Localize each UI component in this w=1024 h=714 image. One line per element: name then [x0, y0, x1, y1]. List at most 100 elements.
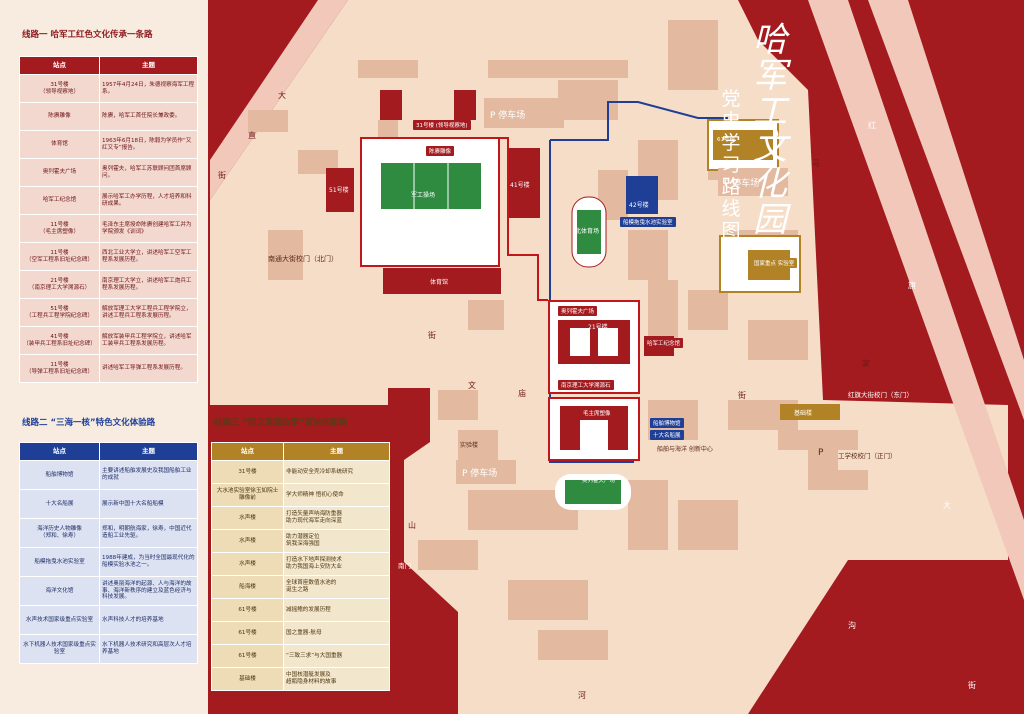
route3-theme-cell: 打造水下地声探测技术 助力我国海上安防大业	[283, 552, 390, 576]
route1-station-cell: 11号楼 （毛主席塑像）	[19, 214, 100, 243]
road-label-gou: 沟	[848, 621, 856, 630]
route2-row: 海洋历史人物雕像 （郑和、徐寿）郑和，明朝航海家，徐寿，中国近代造船工业先驱。	[19, 518, 198, 548]
route1-station-cell: 哈军工纪念馆	[19, 186, 100, 215]
route3-theme-cell: 非能动安全壳冷却系统研究	[283, 460, 390, 484]
gym-building	[383, 268, 501, 294]
route1-table: 站点主题 31号楼 （领导视察地）1957年4月24日，朱德视察海军工程系。陈赓…	[19, 56, 198, 383]
route1-row: 陈赓雕像陈赓，哈军工首任院长兼政委。	[19, 102, 198, 131]
road-label-miao: 庙	[518, 389, 526, 398]
parking-label-3: P 停车场	[462, 469, 498, 479]
parking-label-2: P 停车场	[724, 179, 760, 189]
route3-theme-cell: 打造矢量声呐海防重器 助力现代海军走向深蓝	[283, 506, 390, 530]
road-label-qi: 旗	[908, 281, 916, 290]
label-b51: 51号楼	[329, 187, 349, 194]
route1-station-cell: 奥列霍夫广场	[19, 158, 100, 187]
route2-station-cell: 海洋历史人物雕像 （郑和、徐寿）	[19, 518, 100, 548]
route2-theme-cell: 讲述奥丽海洋的起源、人与海洋的故事、海洋新秩序的建立及蓝色经济与科技发展。	[99, 576, 198, 606]
route3-row: 31号楼非能动安全壳冷却系统研究	[211, 460, 390, 484]
road-label-hong: 红	[868, 121, 876, 130]
route1-station-cell: 51号楼 （工程兵工程学院纪念碑）	[19, 298, 100, 327]
route1-station-cell: 21号楼 （南京理工大学溯源石）	[19, 270, 100, 299]
north-gate-label: 南通大街校门（北门）	[268, 255, 338, 263]
road-label-he: 河	[578, 691, 586, 700]
label-nanli[interactable]: 南京理工大学溯源石	[558, 380, 614, 390]
route1-row: 奥列霍夫广场奥列霍夫，哈军工苏联顾问团首席顾问。	[19, 158, 198, 187]
route1-station-cell: 31号楼 （领导视察地）	[19, 74, 100, 103]
road-label-jie-3: 街	[428, 331, 436, 340]
label-memorial[interactable]: 哈军工纪念馆	[644, 338, 684, 348]
road-label-jie-4: 街	[968, 681, 976, 690]
route2-station-cell: 船舶博物馆	[19, 460, 100, 490]
main-gate-label: 工学校校门（正门）	[838, 452, 897, 460]
label-b31[interactable]: 31号楼 (领导视察地)	[413, 120, 471, 130]
route3-row: 基础楼中国核潜艇发展及 超瓶隐身材料的故事	[211, 667, 390, 691]
route1-title: 线路一 哈军工红色文化传承一条路	[22, 30, 153, 40]
route3-station-cell: 61号楼	[211, 598, 284, 622]
route2-theme-cell: 1988年建成，为当时全国最现代化的船模实验水池之一。	[99, 547, 198, 577]
route3-row: 水声楼打造水下地声探测技术 助力我国海上安防大业	[211, 552, 390, 576]
route2-row: 水下机器人技术国家级重点实验室水下机器人技术研究和高层次人才培养基地	[19, 634, 198, 664]
label-ship-museum[interactable]: 船舶博物馆	[650, 418, 684, 428]
subtitle: 党史学习路线图	[721, 88, 741, 242]
road-label-jie: 街	[218, 171, 226, 180]
army-field	[381, 163, 481, 209]
route1-station-cell: 41号楼 （装甲兵工程系旧址纪念碑）	[19, 326, 100, 355]
route1-row: 11号楼 （导弹工程系旧址纪念碑）讲述哈军工导弹工程系发展历程。	[19, 354, 198, 383]
title-block: 哈军工文化园 党史学习路线图	[720, 10, 800, 290]
label-guojia[interactable]: 国家重点 实验室	[751, 258, 798, 268]
label-b61[interactable]: 61号楼	[714, 134, 738, 144]
route2-theme-cell: 郑和，明朝航海家，徐寿，中国近代造船工业先驱。	[99, 518, 198, 548]
label-north-field: 北体育场	[575, 228, 600, 235]
route3-row: 水声楼助力潜器定位 筑我深海强国	[211, 529, 390, 553]
route1-row: 21号楼 （南京理工大学溯源石）南京理工大学立，讲述哈军工炮兵工程系发展历程。	[19, 270, 198, 299]
route2-station-cell: 十大名船展	[19, 489, 100, 519]
route1-row: 31号楼 （领导视察地）1957年4月24日，朱德视察海军工程系。	[19, 74, 198, 103]
label-tow[interactable]: 船模拖曳水池实验室	[620, 217, 676, 227]
label-jichu: 基础楼	[794, 410, 813, 417]
route1-station-cell: 陈赓雕像	[19, 102, 100, 131]
route1-theme-cell: 1957年4月24日，朱德视察海军工程系。	[99, 74, 198, 103]
label-b11: 11号楼	[582, 426, 602, 433]
b42-building	[626, 176, 658, 214]
route1-line	[361, 137, 548, 301]
route2-row: 水声技术国家级重点实验室水声科技人才的培养基地	[19, 605, 198, 635]
road-label-wen: 文	[468, 381, 476, 390]
route1-theme-cell: 解放军理工大学工程兵工程学院立，讲述工程兵工程系发展历程。	[99, 298, 198, 327]
label-olie[interactable]: 奥列霍夫广场	[558, 306, 598, 316]
route2-station-cell: 海洋文化馆	[19, 576, 100, 606]
road-label-zhi: 直	[248, 131, 256, 140]
route1-theme-cell: 毛泽东主席授命陈赓创建哈军工并为学院颁发《训词》	[99, 214, 198, 243]
route2-header-station: 站点	[19, 442, 100, 461]
south-gate-label: 南门	[398, 562, 411, 570]
route2-theme-cell: 水声科技人才的培养基地	[99, 605, 198, 635]
route3-theme-cell: 中国核潜艇发展及 超瓶隐身材料的故事	[283, 667, 390, 691]
label-ten-ships[interactable]: 十大名船展	[650, 430, 684, 440]
label-gym: 体育馆	[430, 279, 449, 286]
campus-map: 大 直 街 山 文 庙 街 街 红 旗 大 街 马 家 沟 河 南通大街校门（北…	[208, 0, 1024, 714]
label-mao[interactable]: 毛主席塑像	[580, 408, 614, 418]
road-label-ma: 马	[812, 159, 820, 168]
route2-row: 海洋文化馆讲述奥丽海洋的起源、人与海洋的故事、海洋新秩序的建立及蓝色经济与科技发…	[19, 576, 198, 606]
route1-theme-cell: 解放军装甲兵工程学院立，讲述哈军工装甲兵工程系发展历程。	[99, 326, 198, 355]
route2-table: 站点主题 船舶博物馆主要讲述船舶发展史及我国船舶工业的成就十大名船展展示新中国十…	[19, 442, 198, 664]
route1-theme-cell: 1963年6月18日，陈毅为学员作“又红又专”报告。	[99, 130, 198, 159]
label-exam: 实验楼	[460, 442, 479, 449]
route2-theme-cell: 主要讲述船舶发展史及我国船舶工业的成就	[99, 460, 198, 490]
route3-table: 站点主题 31号楼非能动安全壳冷却系统研究大水池实验室徐玉如院士雕像前学大师精神…	[211, 442, 390, 691]
route1-row: 51号楼 （工程兵工程学院纪念碑）解放军理工大学工程兵工程学院立，讲述工程兵工程…	[19, 298, 198, 327]
majiagou-river	[868, 0, 1024, 420]
label-b41: 41号楼	[510, 182, 530, 189]
route3-header-theme: 主题	[283, 442, 390, 461]
map-drawing	[210, 0, 1024, 714]
route1-station-cell: 11号楼 （导弹工程系旧址纪念碑）	[19, 354, 100, 383]
b31-right	[454, 90, 476, 120]
label-b42: 42号楼	[629, 202, 649, 209]
route1-theme-cell: 陈赓，哈军工首任院长兼政委。	[99, 102, 198, 131]
label-chen[interactable]: 陈赓雕像	[426, 146, 455, 156]
road-label-jie-2: 街	[738, 391, 746, 400]
route1-theme-cell: 展示哈军工办学历程，人才培养和科研成果。	[99, 186, 198, 215]
calligraphy-title: 哈军工文化园	[753, 20, 787, 240]
route1-header-theme: 主题	[99, 56, 198, 75]
road-label-da: 大	[278, 91, 286, 100]
